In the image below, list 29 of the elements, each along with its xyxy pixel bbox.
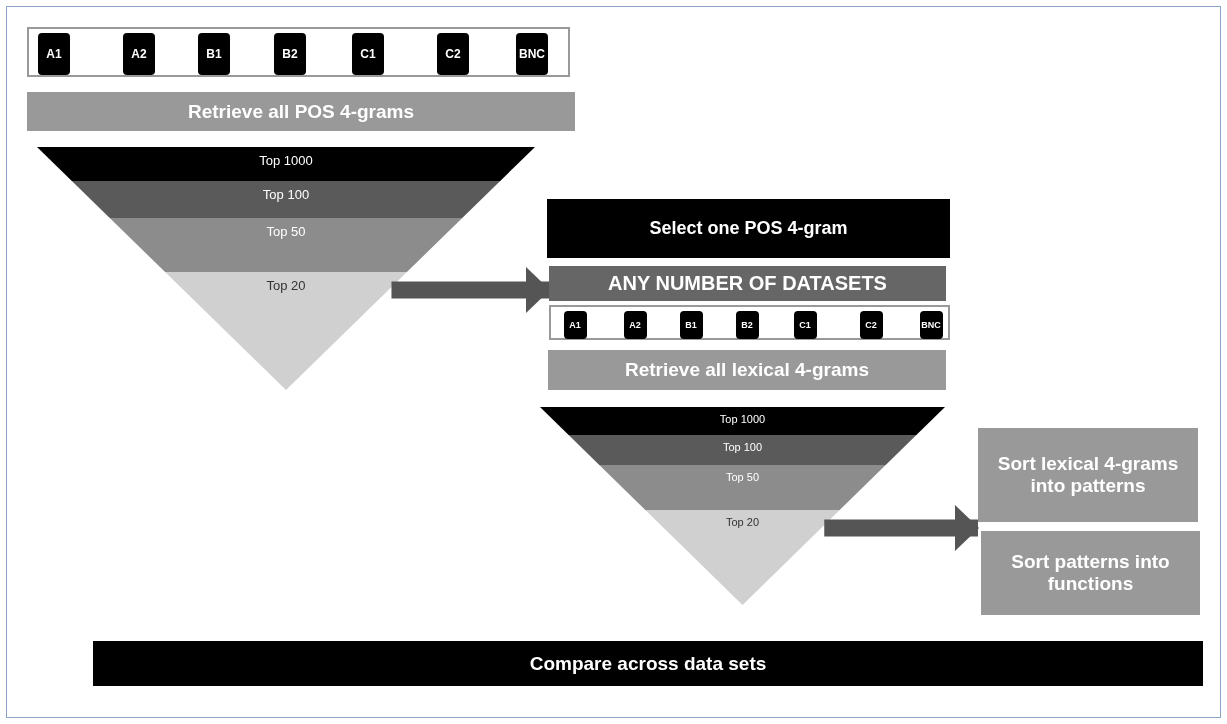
process-box: Sort patterns into functions <box>981 531 1200 615</box>
dataset-tag: A1 <box>38 33 70 75</box>
process-box: Select one POS 4-gram <box>547 199 950 258</box>
dataset-tag: BNC <box>516 33 548 75</box>
dataset-tag: C2 <box>859 311 883 339</box>
dataset-tag: B1 <box>198 33 230 75</box>
dataset-tag: B2 <box>735 311 759 339</box>
dataset-tag: BNC <box>919 311 943 339</box>
process-box: ANY NUMBER OF DATASETS <box>549 266 946 301</box>
dataset-tag: C1 <box>793 311 817 339</box>
funnel-layer: Top 20 <box>37 272 535 390</box>
process-box: Retrieve all POS 4-grams <box>27 92 575 131</box>
block-arrow <box>824 505 979 551</box>
process-box: Retrieve all lexical 4-grams <box>548 350 946 390</box>
funnel-layer: Top 1000 <box>540 407 945 435</box>
process-box: Sort lexical 4-grams into patterns <box>978 428 1198 522</box>
funnel-layer: Top 1000 <box>37 147 535 181</box>
process-box: Compare across data sets <box>93 641 1203 686</box>
dataset-tag: A2 <box>123 33 155 75</box>
dataset-tag: C1 <box>352 33 384 75</box>
dataset-tag: A1 <box>563 311 587 339</box>
dataset-strip <box>27 27 570 77</box>
dataset-tag: A2 <box>623 311 647 339</box>
dataset-strip <box>549 305 950 340</box>
dataset-tag: B2 <box>274 33 306 75</box>
block-arrow <box>391 267 550 313</box>
dataset-tag: C2 <box>437 33 469 75</box>
funnel-layer: Top 20 <box>540 510 945 605</box>
dataset-tag: B1 <box>679 311 703 339</box>
